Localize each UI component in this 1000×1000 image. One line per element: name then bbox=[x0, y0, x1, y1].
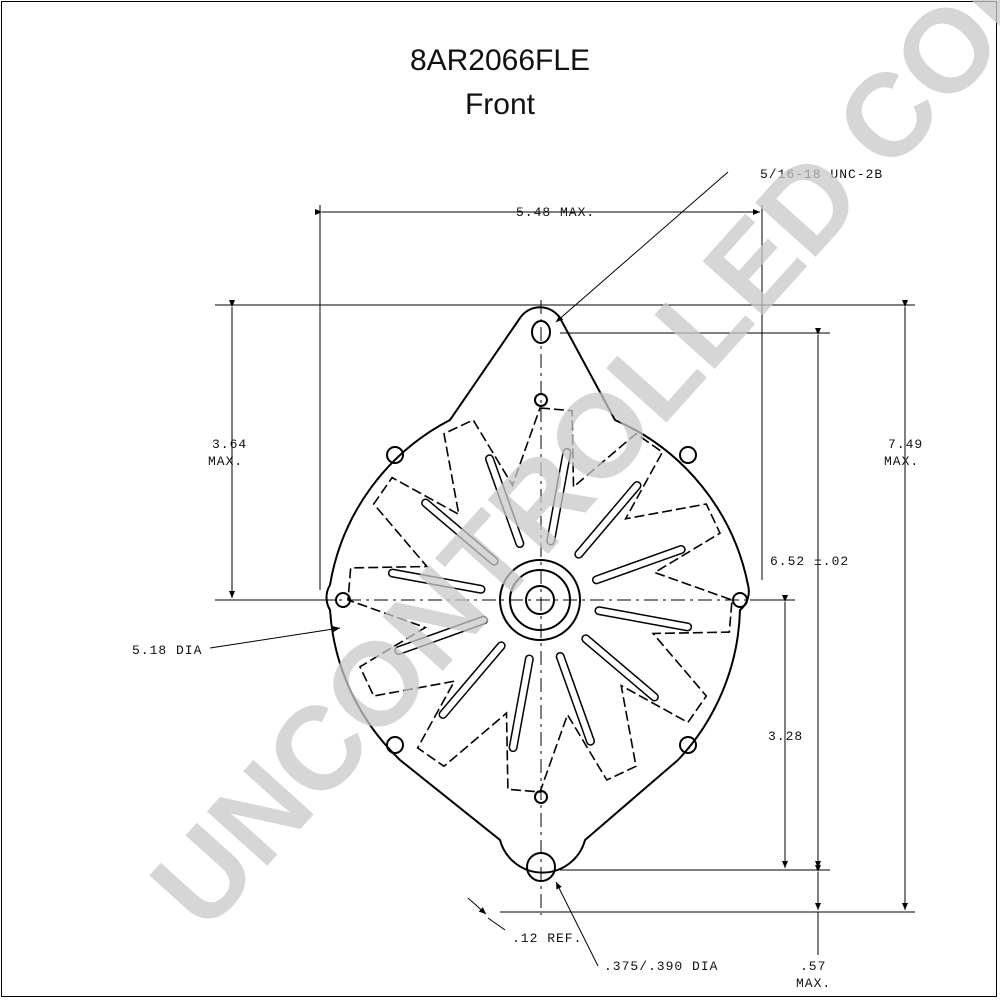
part-number-title: 8AR2066FLE bbox=[409, 44, 591, 77]
vent-slot-inner bbox=[395, 617, 487, 654]
vent-slot-inner bbox=[422, 500, 498, 565]
ref-offset-label: .12 REF. bbox=[512, 931, 582, 946]
extension-lines bbox=[215, 205, 915, 913]
fan-blades bbox=[347, 407, 733, 793]
bottom-height-value: .57 bbox=[800, 959, 826, 974]
upper-height-note: MAX. bbox=[208, 454, 243, 469]
vent-slot-inner bbox=[510, 656, 533, 751]
vent-slot-inner bbox=[582, 635, 658, 700]
vent-slot-inner bbox=[547, 449, 570, 544]
leader-lines bbox=[209, 171, 729, 967]
vent-slot-inner bbox=[557, 653, 594, 745]
dimension-labels: 5/16-18 UNC-2B 5.48 MAX. 3.64 MAX. 7.49 … bbox=[132, 167, 923, 991]
vent-slot-inner bbox=[440, 642, 505, 718]
overall-height-value: 7.49 bbox=[888, 437, 923, 452]
overall-height-note: MAX. bbox=[884, 454, 919, 469]
dimension-lines bbox=[229, 209, 908, 955]
upper-height-value: 3.64 bbox=[212, 437, 247, 452]
centerlines bbox=[320, 300, 770, 915]
uncontrolled-copy-watermark: UNCONTROLLED COPY bbox=[126, 0, 1000, 952]
mount-spacing-label: 6.52 ±.02 bbox=[770, 554, 849, 569]
bottom-height-note: MAX. bbox=[796, 976, 831, 991]
vent-slot-inner bbox=[596, 607, 691, 630]
thread-callout: 5/16-18 UNC-2B bbox=[760, 167, 883, 182]
vent-slot-inner bbox=[486, 455, 523, 547]
lower-height-label: 3.28 bbox=[768, 729, 803, 744]
body-dia-label: 5.18 DIA bbox=[132, 643, 202, 658]
view-subtitle: Front bbox=[464, 88, 536, 121]
housing-outline bbox=[325, 306, 750, 874]
vent-slot-inner bbox=[593, 546, 685, 583]
width-max-label: 5.48 MAX. bbox=[516, 205, 595, 220]
vent-slot-inner bbox=[389, 570, 484, 593]
hole-dia-label: .375/.390 DIA bbox=[604, 959, 718, 974]
vent-slot-inner bbox=[575, 482, 640, 558]
